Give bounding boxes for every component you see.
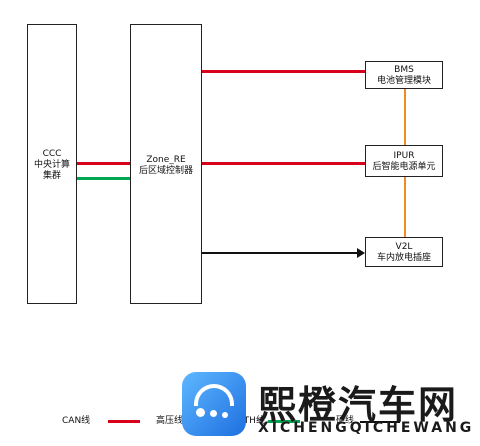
- watermark-title-cn: 熙橙汽车网: [258, 383, 459, 427]
- legend-hw-swatch: [360, 421, 400, 423]
- watermark-title-en: XICHENGQICHEWANG: [258, 420, 475, 436]
- legend-can-swatch: [108, 420, 140, 423]
- logo-icon: [182, 372, 246, 436]
- zone-re-box: Zone_RE 后区域控制器: [130, 24, 202, 304]
- hv-line-bms-ipur: [404, 89, 406, 145]
- bms-label-2: 电池管理模块: [376, 76, 431, 86]
- ccc-label-1: CCC: [42, 149, 62, 159]
- legend-eth-swatch: [268, 420, 300, 423]
- zone-re-label-2: 后区域控制器: [138, 166, 193, 176]
- hv-line-ipur-v2l: [404, 177, 406, 237]
- ccc-box: CCC 中央计算 集群: [27, 24, 77, 304]
- ccc-label-2: 中央计算: [33, 160, 70, 170]
- eth-line-ccc-zone: [76, 177, 131, 180]
- can-line-zone-bms: [201, 70, 365, 73]
- legend-hw-label: 硬线: [336, 416, 355, 426]
- legend-can-label: CAN线: [62, 416, 91, 426]
- ipur-label-2: 后智能电源单元: [372, 162, 436, 172]
- bms-label-1: BMS: [394, 65, 414, 75]
- v2l-label-2: 车内放电插座: [376, 253, 431, 263]
- bms-box: BMS 电池管理模块: [365, 61, 443, 89]
- v2l-box: V2L 车内放电插座: [365, 237, 443, 267]
- watermark-logo: 熙橙汽车网 XICHENGQICHEWANG: [182, 368, 478, 442]
- hardwire-line-zone-v2l: [201, 252, 359, 254]
- can-line-ccc-zone: [76, 162, 131, 165]
- legend-hv-label: 高压线: [156, 416, 184, 426]
- ipur-box: IPUR 后智能电源单元: [365, 145, 443, 177]
- can-line-zone-ipur: [201, 162, 365, 165]
- ccc-label-3: 集群: [42, 171, 61, 181]
- legend-eth-label: ETH线: [238, 416, 265, 426]
- zone-re-label-1: Zone_RE: [146, 155, 186, 165]
- ipur-label-1: IPUR: [393, 151, 415, 161]
- arrowhead-icon: [357, 248, 365, 258]
- v2l-label-1: V2L: [395, 242, 413, 252]
